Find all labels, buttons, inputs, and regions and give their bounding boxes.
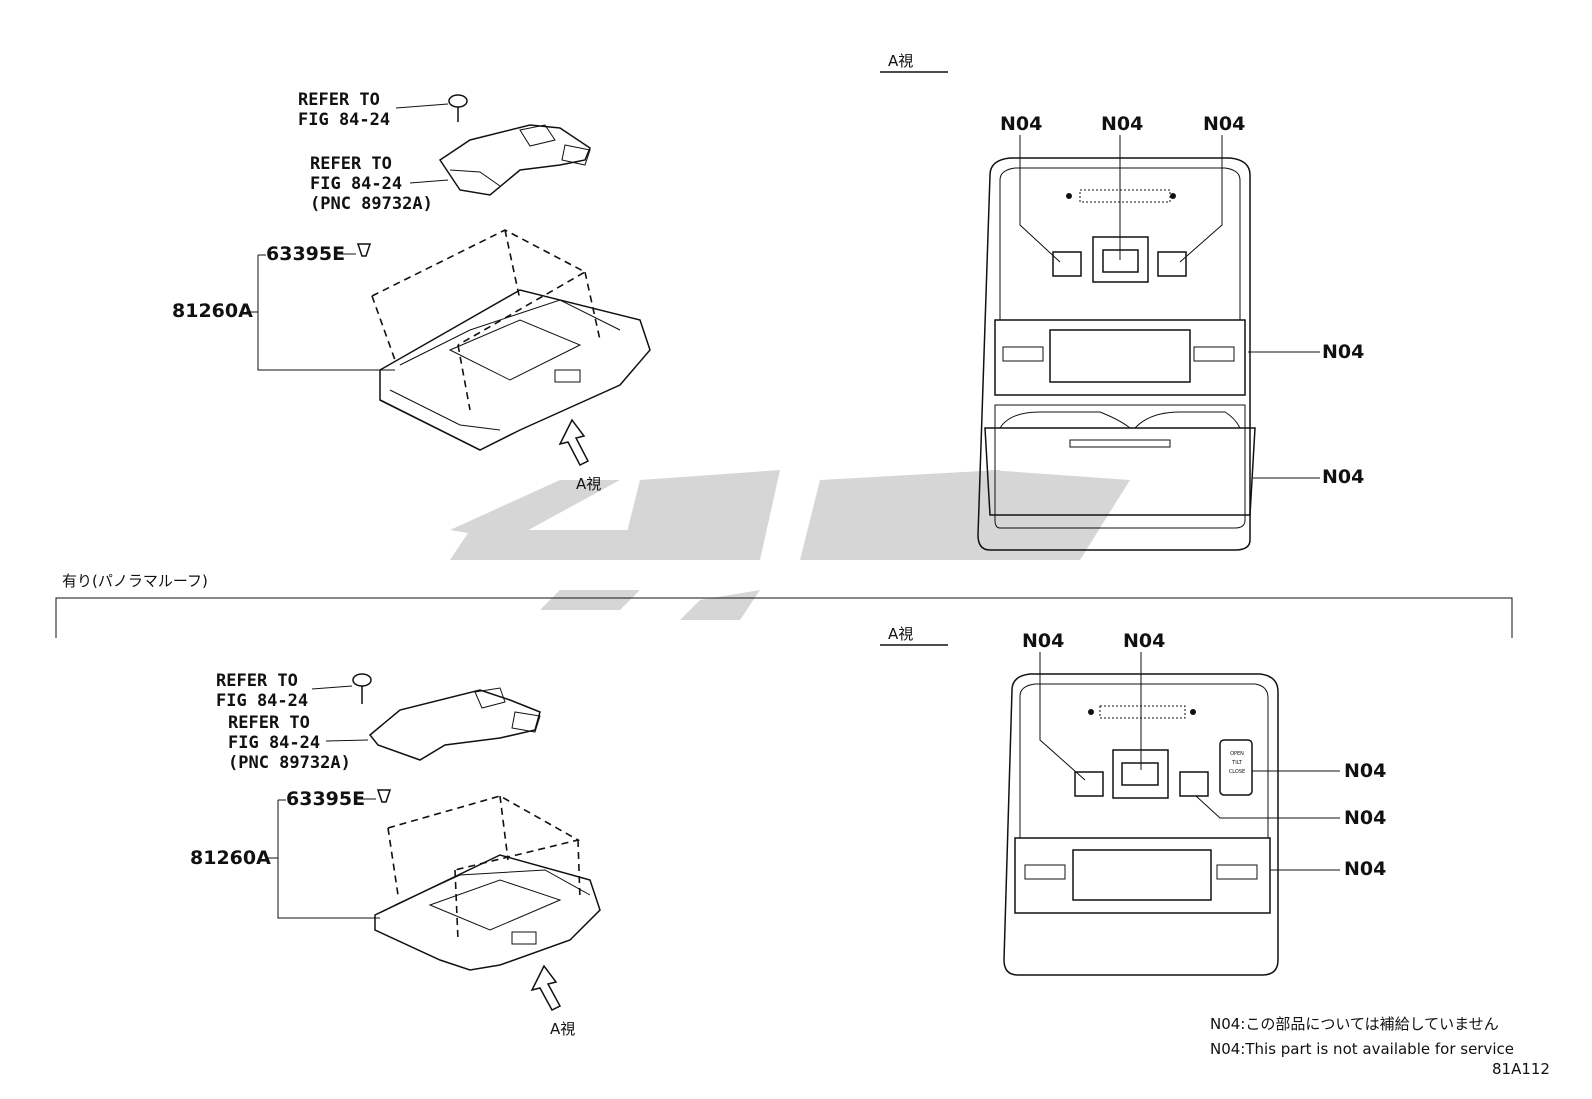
refer-to-label-3: REFER TO [216,671,298,691]
callout-n04-bottom-3: N04 [1344,760,1387,782]
view-arrow-top [558,418,590,467]
refer-pnc-label-4: (PNC 89732A) [228,753,351,773]
part-number-63395e-bottom: 63395E [286,788,366,810]
callout-n04-bottom-1: N04 [1022,630,1065,652]
callout-n04-bottom-2: N04 [1123,630,1166,652]
screw-top-1 [448,94,468,122]
refer-to-label-2: REFER TO [310,154,392,174]
view-arrow-label-bottom: A視 [550,1020,576,1038]
sunroof-switch-label: OPEN TILT CLOSE [1222,750,1252,777]
view-arrow-bottom [530,964,562,1011]
figure-id: 81A112 [1492,1060,1550,1078]
console-body-bottom [374,854,601,971]
callout-n04-bottom-4: N04 [1344,807,1387,829]
screw-bottom-1 [352,673,372,704]
view-a-label-bottom: A視 [888,625,914,643]
callout-n04-top-3: N04 [1203,113,1246,135]
part-number-63395e-top: 63395E [266,243,346,265]
note-english: N04:This part is not available for servi… [1210,1040,1514,1058]
switch-tilt-text: TILT [1232,760,1242,766]
overhead-console-view-bottom [1003,673,1279,976]
part-number-81260a-bottom: 81260A [190,847,271,869]
callout-n04-top-1: N04 [1000,113,1043,135]
part-number-81260a-top: 81260A [172,300,253,322]
note-japanese: N04:この部品については補給していません [1210,1015,1499,1033]
bracket-top-1 [438,124,591,196]
bracket-bottom-1 [368,687,541,761]
callout-n04-top-5: N04 [1322,466,1365,488]
console-dashed-guide-bottom [387,795,581,941]
refer-fig-label-4: FIG 84-24 [228,733,321,753]
switch-close-text: CLOSE [1228,769,1246,775]
console-dashed-guide-top [371,229,601,411]
refer-fig-label-2: FIG 84-24 [310,174,403,194]
refer-to-label-1: REFER TO [298,90,380,110]
section-label-panorama-roof: 有り(パノラマルーフ) [62,572,208,590]
refer-pnc-label-2: (PNC 89732A) [310,194,433,214]
clip-63395e-bottom [376,789,392,803]
watermark-logo [450,470,1130,620]
refer-to-label-4: REFER TO [228,713,310,733]
view-arrow-label-top: A視 [576,475,602,493]
refer-fig-label-3: FIG 84-24 [216,691,309,711]
overhead-console-view-top [977,157,1256,551]
callout-n04-bottom-5: N04 [1344,858,1387,880]
clip-63395e-top [356,243,372,257]
console-body-top [379,289,651,451]
callout-n04-top-4: N04 [1322,341,1365,363]
switch-open-text: OPEN [1230,751,1244,757]
callout-n04-top-2: N04 [1101,113,1144,135]
view-a-label-top: A視 [888,52,914,70]
refer-fig-label-1: FIG 84-24 [298,110,391,130]
